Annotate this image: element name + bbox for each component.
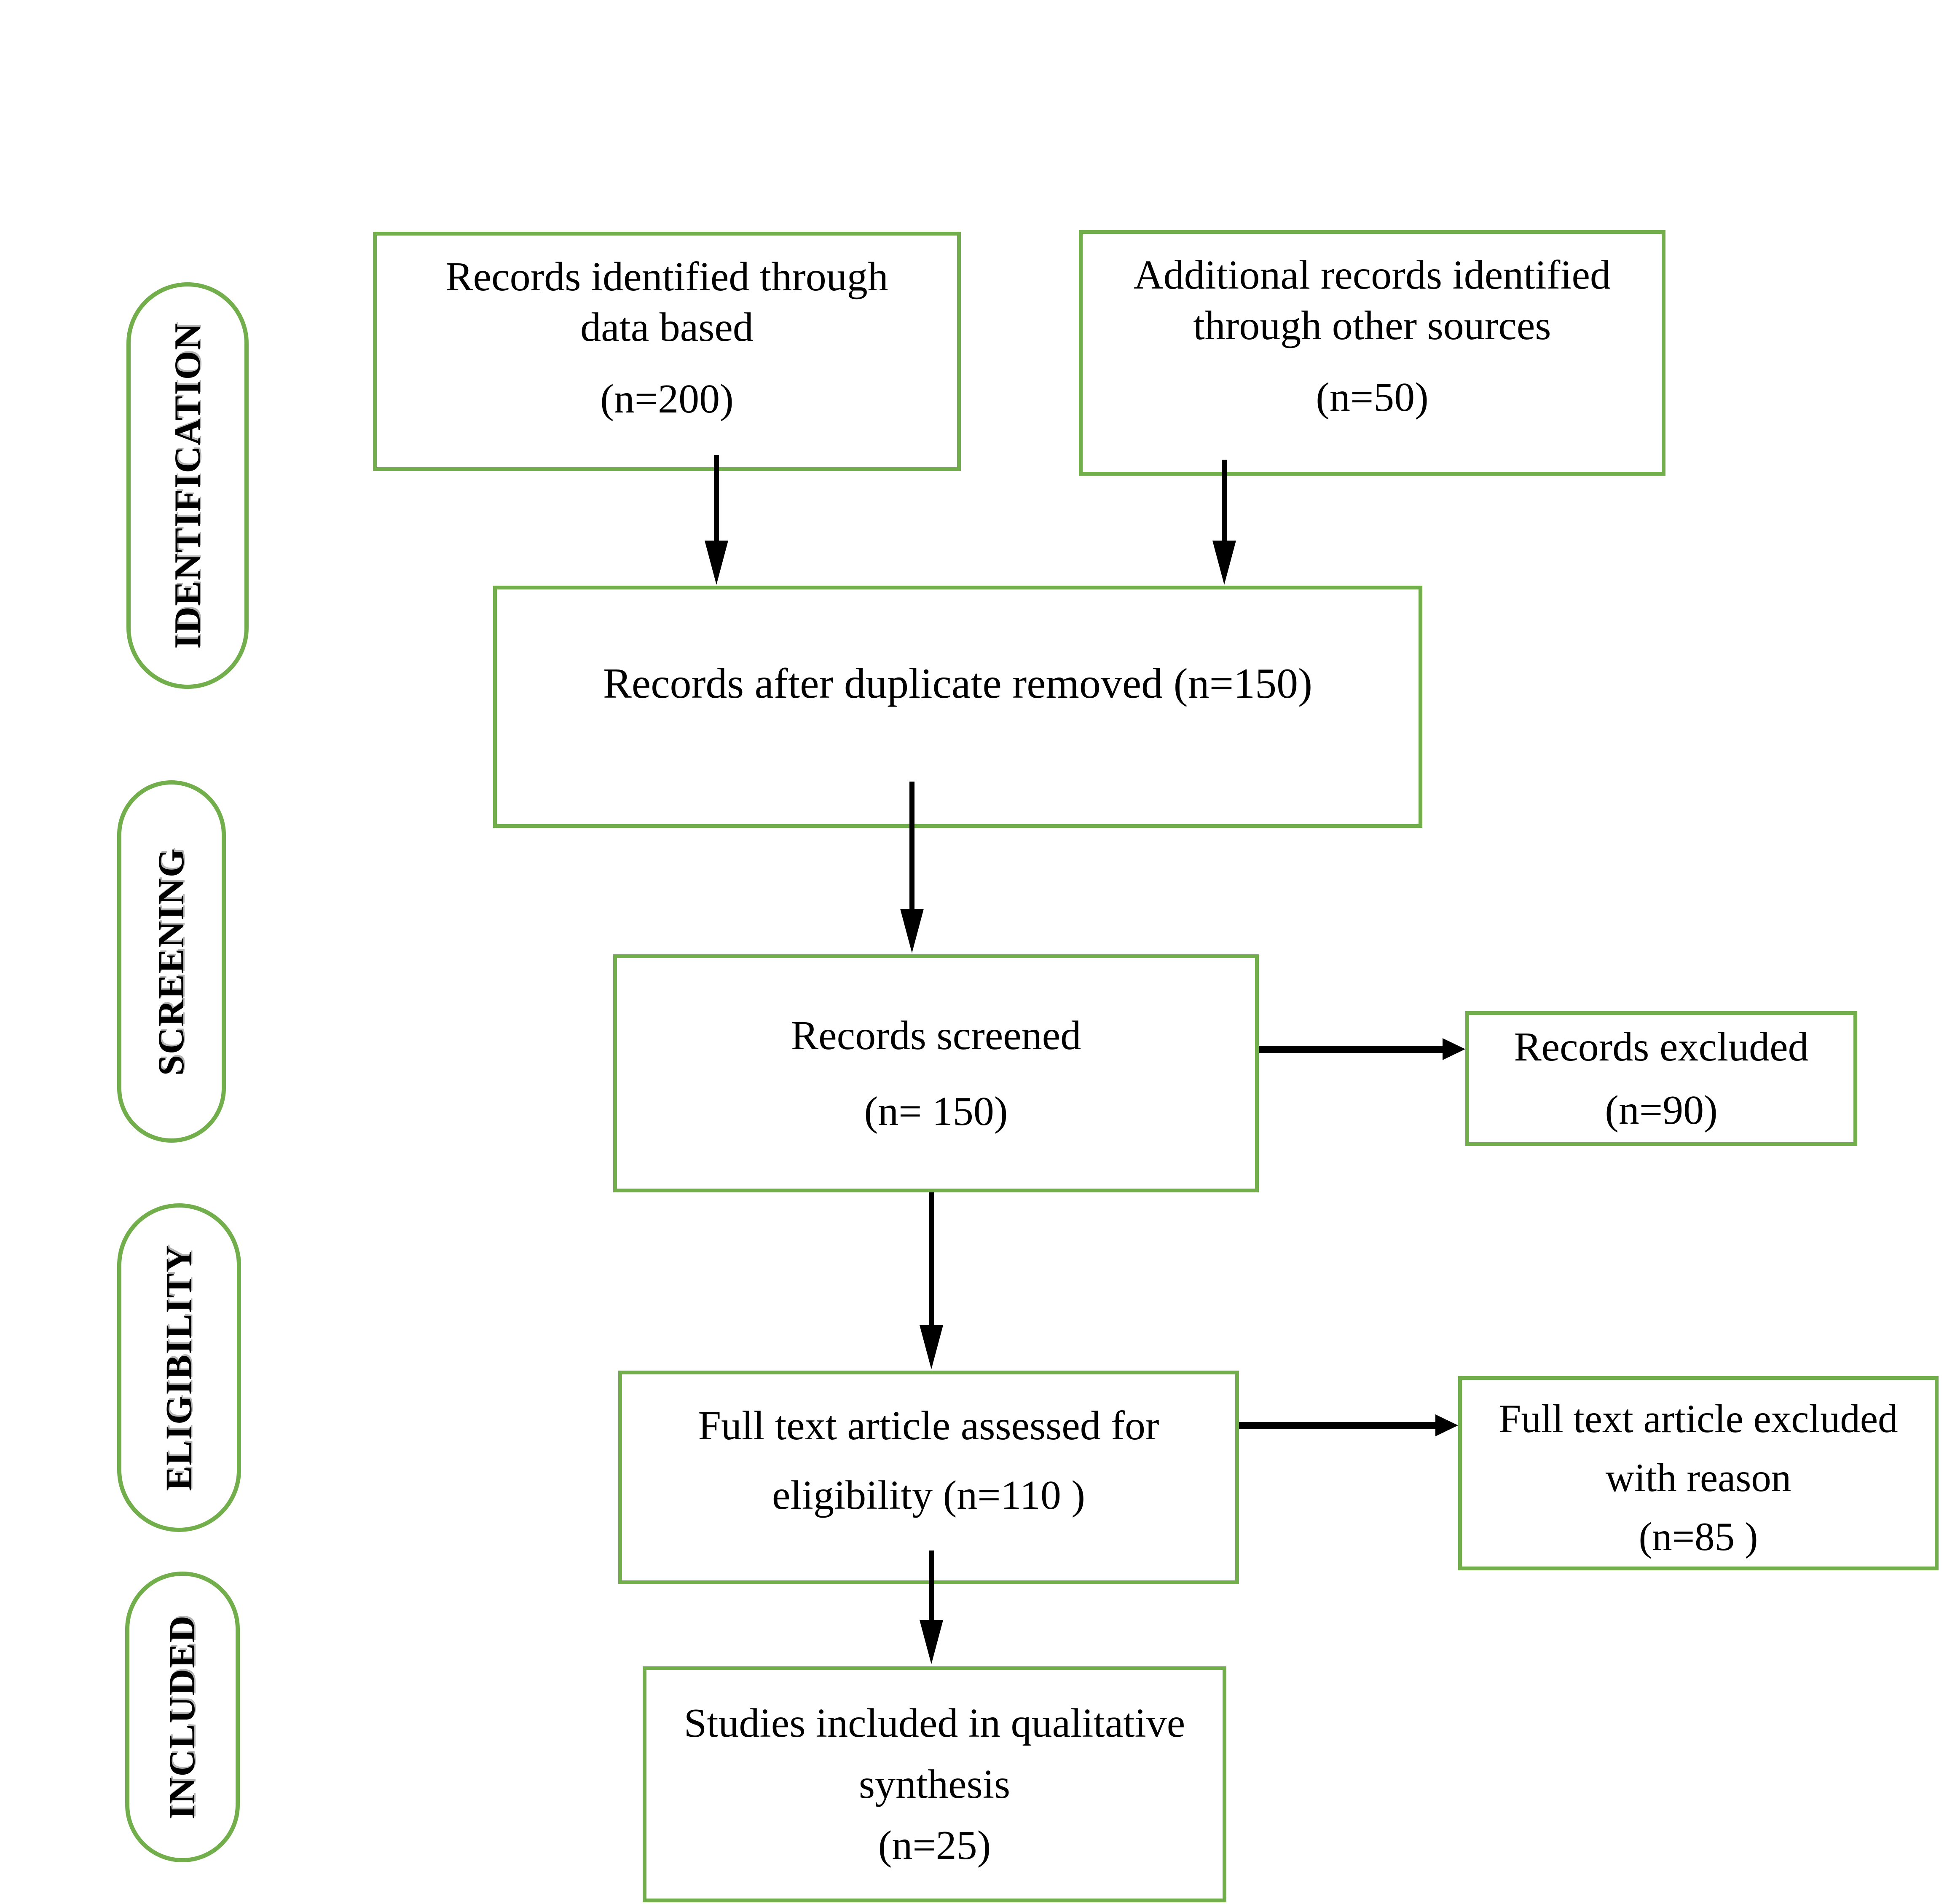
arrow-fulltext-to-included: [920, 1551, 943, 1664]
flow-box-count: (n=25): [878, 1822, 991, 1868]
flow-box-studies-included: Studies included in qualitative synthesi…: [643, 1666, 1226, 1902]
arrow-line: [929, 1192, 934, 1325]
flow-box-records-excluded: Records excluded (n=90): [1465, 1011, 1857, 1146]
flow-box-fulltext-excluded: Full text article excluded with reason (…: [1458, 1376, 1939, 1570]
flow-box-additional-records: Additional records identified through ot…: [1079, 230, 1665, 476]
stage-pill-eligibility: ELIGIBILITY: [117, 1203, 241, 1532]
arrow-right-icon: [1435, 1414, 1458, 1436]
flow-box-count: (n= 150): [864, 1088, 1008, 1134]
flow-box-count: (n=50): [1316, 375, 1429, 420]
arrow-identified-to-duplicates: [705, 455, 728, 585]
flow-box-text: Additional records identified: [1133, 252, 1611, 298]
flow-box-text: through other sources: [1193, 303, 1551, 348]
flow-box-text: eligibility (n=110 ): [772, 1472, 1085, 1518]
flow-box-count: (n=90): [1605, 1087, 1718, 1133]
arrow-down-icon: [900, 909, 924, 953]
arrow-down-icon: [705, 541, 728, 585]
arrow-down-icon: [920, 1325, 943, 1369]
flow-box-text: data based: [580, 305, 754, 350]
arrow-duplicates-to-screened: [900, 782, 924, 953]
arrow-line: [714, 455, 719, 541]
flow-box-text: Records after duplicate removed (n=150): [603, 659, 1313, 707]
arrow-fulltext-to-excluded: [1239, 1414, 1458, 1436]
flow-box-text: Full text article excluded: [1499, 1396, 1898, 1441]
flow-box-text: synthesis: [858, 1761, 1011, 1807]
arrow-line: [1222, 460, 1227, 541]
arrow-right-icon: [1443, 1038, 1465, 1060]
stage-pill-identification: IDENTIFICATION: [126, 282, 249, 689]
flow-box-records-identified: Records identified through data based (n…: [373, 232, 961, 471]
arrow-down-icon: [920, 1620, 943, 1664]
arrow-additional-to-duplicates: [1212, 460, 1236, 585]
stage-label-screening: SCREENING: [151, 847, 192, 1076]
flow-box-text: with reason: [1605, 1455, 1791, 1500]
flow-box-records-screened: Records screened (n= 150): [613, 954, 1259, 1192]
arrow-line: [909, 782, 914, 909]
flow-box-text: Records screened: [791, 1012, 1081, 1058]
arrow-screened-to-fulltext: [920, 1192, 943, 1369]
flow-box-count: (n=85 ): [1639, 1514, 1758, 1559]
flow-box-text: Full text article assessed for: [698, 1403, 1159, 1449]
arrow-down-icon: [1212, 541, 1236, 585]
flow-box-count: (n=200): [600, 376, 734, 422]
arrow-screened-to-excluded: [1259, 1038, 1465, 1060]
arrow-line: [929, 1551, 934, 1620]
stage-pill-screening: SCREENING: [117, 780, 226, 1143]
flow-box-after-duplicates: Records after duplicate removed (n=150): [493, 586, 1422, 828]
stage-label-identification: IDENTIFICATION: [167, 322, 208, 649]
flow-box-text: Studies included in qualitative: [684, 1700, 1185, 1746]
arrow-line: [1259, 1045, 1443, 1053]
arrow-line: [1239, 1422, 1435, 1429]
flow-box-text: Records excluded: [1514, 1024, 1809, 1070]
flow-box-text: Records identified through: [445, 254, 888, 300]
flow-box-fulltext-assessed: Full text article assessed for eligibili…: [618, 1371, 1239, 1584]
stage-label-eligibility: ELIGIBILITY: [158, 1244, 200, 1491]
stage-label-included: INCLUDED: [162, 1615, 203, 1819]
stage-pill-included: INCLUDED: [125, 1572, 240, 1862]
